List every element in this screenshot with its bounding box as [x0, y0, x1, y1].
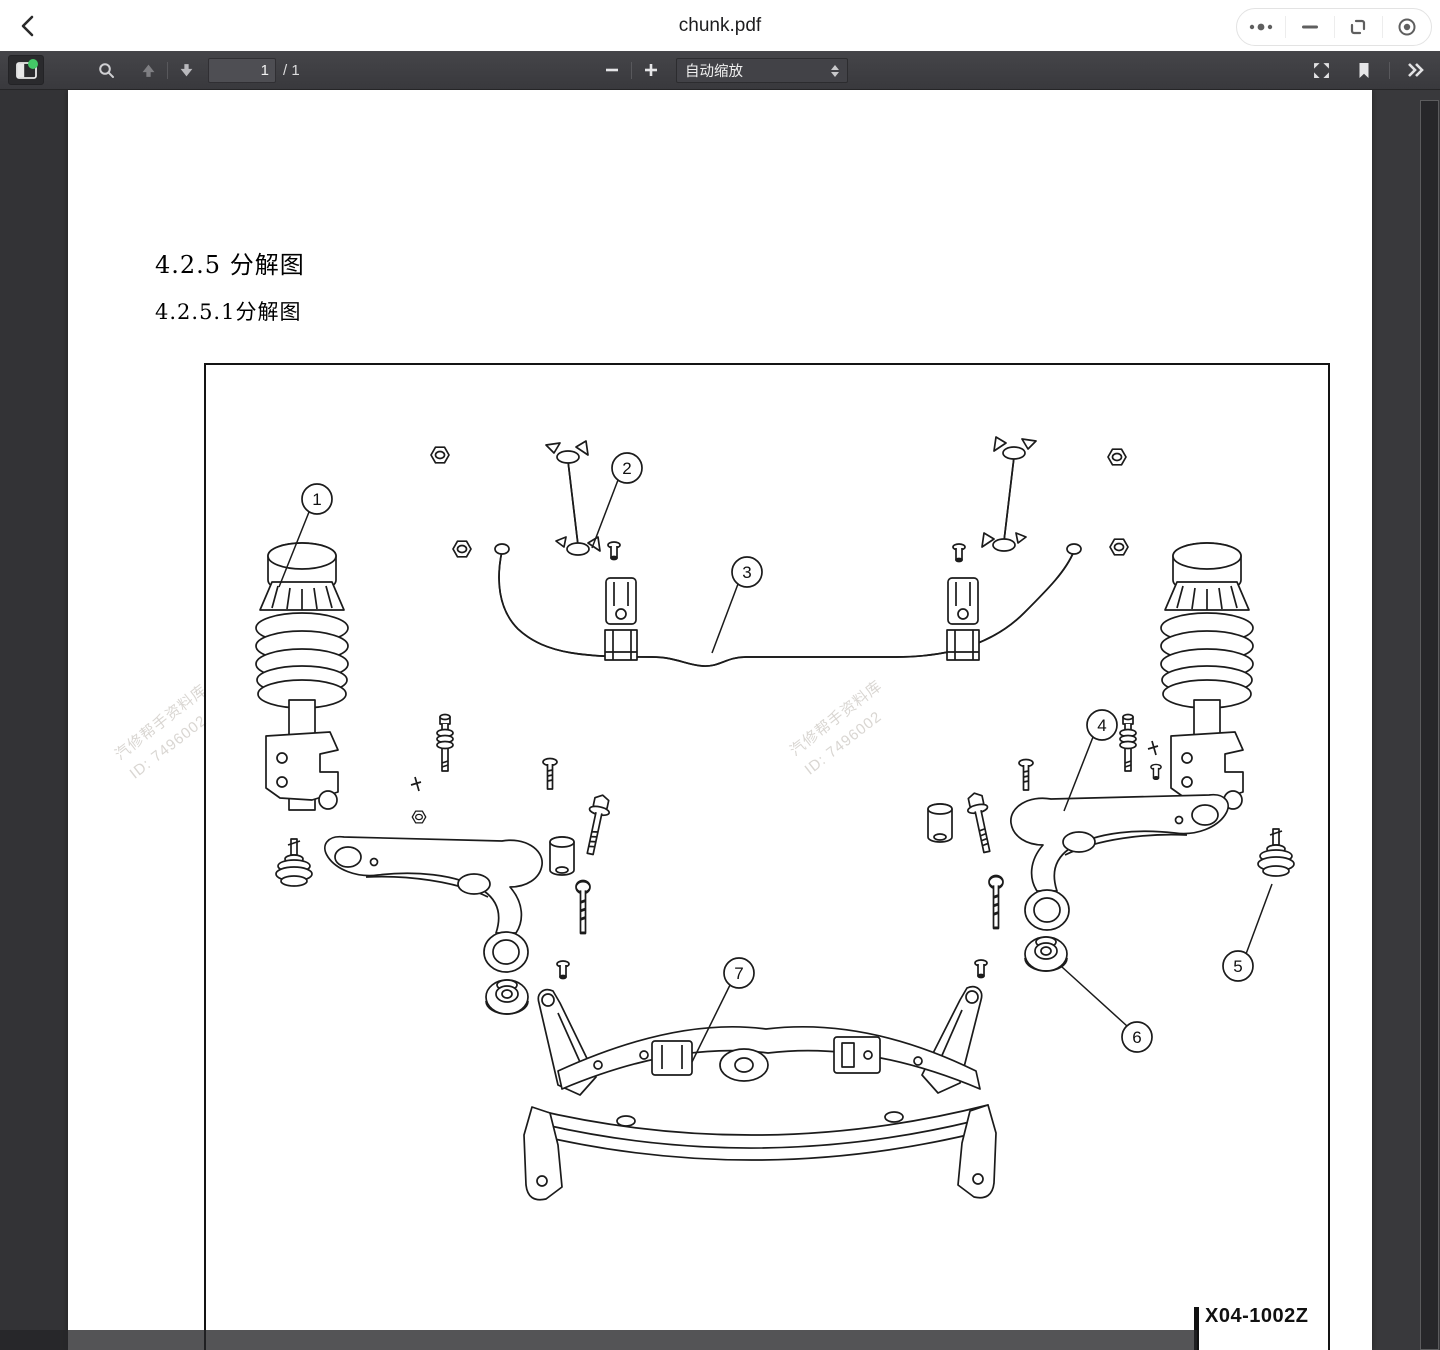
control-arm-left: [324, 835, 543, 973]
subframe-crossmember: [523, 985, 997, 1201]
back-button[interactable]: [14, 12, 42, 40]
secondary-toolbar-toggle-button[interactable]: [1398, 51, 1434, 89]
bookmark-button[interactable]: [1349, 51, 1379, 89]
zoom-scale-select[interactable]: 自动缩放: [676, 58, 848, 83]
hex-nut: [430, 446, 450, 464]
page-number-input[interactable]: [208, 58, 276, 83]
next-page-button[interactable]: [172, 51, 200, 89]
hex-nut: [1107, 448, 1127, 466]
arm-bushing: [485, 979, 529, 1015]
hex-nut: [1109, 538, 1129, 556]
stud: [556, 960, 570, 980]
bolt-with-washers: [436, 713, 454, 772]
more-options-button[interactable]: [1237, 16, 1285, 38]
callout-2: 2: [622, 459, 631, 478]
page-total-label: / 1: [283, 61, 300, 79]
bolt-with-washers: [1119, 713, 1137, 772]
bolt: [1018, 758, 1034, 791]
bookmark-icon: [1359, 62, 1369, 78]
window-title: chunk.pdf: [678, 15, 762, 36]
window-controls-capsule: [1236, 8, 1432, 46]
section-heading: 4.2.5 分解图: [155, 251, 305, 279]
zoom-in-icon: [645, 64, 657, 76]
presentation-mode-icon: [1313, 62, 1329, 78]
search-button[interactable]: [92, 51, 120, 89]
ellipsis-icon: [1249, 23, 1273, 31]
long-stud-bolt: [574, 879, 592, 935]
double-chevron-icon: [1408, 63, 1424, 77]
arm-bushing: [1024, 936, 1068, 972]
page-up-icon: [142, 64, 154, 77]
sidebar-notification-badge: [28, 59, 38, 69]
cotter-pin: [1147, 740, 1159, 756]
page-down-icon: [180, 63, 192, 76]
stabilizer-link-left: [545, 440, 601, 556]
vertical-scrollbar-thumb[interactable]: [1420, 100, 1439, 1350]
zoom-out-button[interactable]: [598, 51, 626, 89]
pdf-viewer-area[interactable]: 4.2.5 分解图 4.2.5.1分解图 汽修帮手资料库 ID: 7496002…: [0, 90, 1440, 1350]
exploded-suspension-diagram: 1 2 3 4 5 6: [255, 436, 1295, 1201]
subsection-heading: 4.2.5.1分解图: [155, 300, 302, 324]
figure-frame: 1 2 3 4 5 6: [204, 363, 1330, 1350]
ball-joint-left: [275, 838, 313, 887]
hex-nut: [411, 810, 427, 824]
restore-icon: [1351, 19, 1366, 35]
window-titlebar: chunk.pdf: [0, 0, 1440, 51]
cotter-pin: [410, 776, 422, 792]
search-icon: [98, 62, 114, 78]
presentation-mode-button[interactable]: [1306, 51, 1336, 89]
select-arrows-icon: [831, 64, 839, 77]
strut-assembly-left: [255, 542, 349, 811]
record-button[interactable]: [1383, 16, 1431, 38]
previous-page-button[interactable]: [134, 51, 162, 89]
zoom-in-button[interactable]: [637, 51, 665, 89]
stabilizer-link-right: [981, 436, 1037, 552]
zoom-scale-value: 自动缩放: [685, 64, 743, 80]
hex-nut: [452, 540, 472, 558]
callout-5: 5: [1233, 957, 1242, 976]
record-icon: [1398, 18, 1416, 36]
stud: [607, 541, 621, 561]
long-bolt: [963, 790, 998, 855]
stud: [952, 543, 966, 563]
minimize-button[interactable]: [1286, 16, 1334, 38]
sidebar-toggle-button[interactable]: [8, 55, 44, 85]
horizontal-scrollbar-thumb[interactable]: [0, 1330, 1197, 1350]
bolt: [542, 757, 558, 790]
callout-6: 6: [1132, 1028, 1141, 1047]
bushing-sleeve: [927, 803, 953, 843]
stud: [974, 959, 988, 979]
stud: [1150, 763, 1162, 781]
stabilizer-bracket-left: [604, 577, 638, 661]
zoom-out-icon: [606, 68, 618, 72]
bushing-sleeve: [549, 836, 575, 876]
callout-7: 7: [734, 964, 743, 983]
long-bolt: [579, 792, 614, 857]
pdf-toolbar: / 1 自动缩放: [0, 51, 1440, 90]
callout-1: 1: [312, 490, 321, 509]
figure-code-divider: [1194, 1307, 1199, 1350]
callout-3: 3: [742, 563, 751, 582]
pdf-page: 4.2.5 分解图 4.2.5.1分解图 汽修帮手资料库 ID: 7496002…: [68, 90, 1372, 1350]
chevron-left-icon: [21, 15, 34, 37]
restore-window-button[interactable]: [1335, 16, 1383, 38]
strut-assembly-right: [1160, 542, 1254, 811]
sidebar-toggle-icon: [15, 61, 37, 79]
figure-code: X04-1002Z: [1205, 1305, 1309, 1327]
long-stud-bolt: [987, 874, 1005, 930]
stabilizer-bracket-right: [946, 577, 980, 661]
callouts: 1 2 3 4 5 6: [278, 452, 1273, 1063]
callout-4: 4: [1097, 716, 1106, 735]
control-arm-right: [1010, 793, 1229, 931]
ball-joint-right: [1257, 828, 1295, 877]
minimize-icon: [1301, 25, 1318, 29]
stabilizer-bar: [494, 543, 1082, 667]
